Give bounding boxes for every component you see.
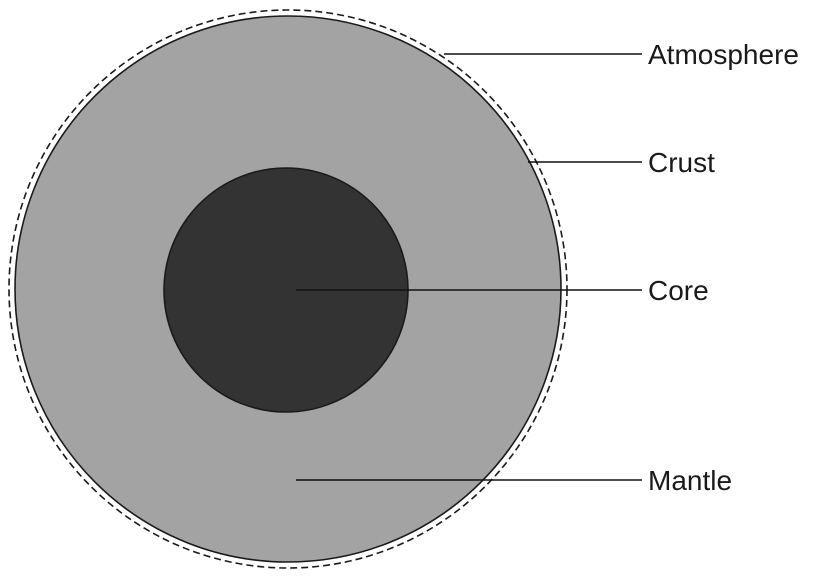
core-label: Core xyxy=(648,275,709,306)
crust-label: Crust xyxy=(648,147,715,178)
mantle-label: Mantle xyxy=(648,465,732,496)
atmosphere-label: Atmosphere xyxy=(648,39,799,70)
